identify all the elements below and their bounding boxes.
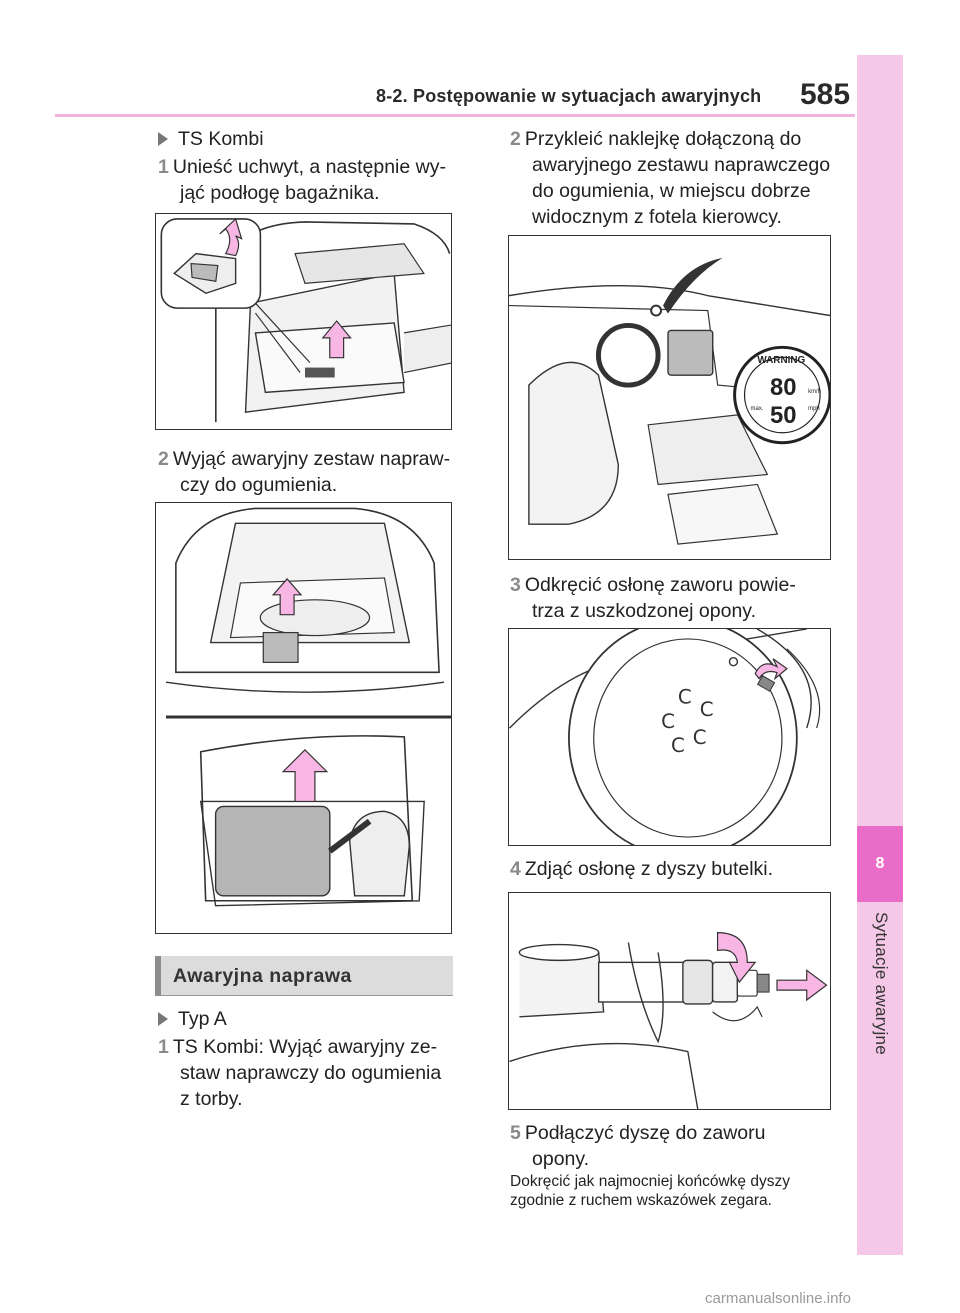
step-number: 1 bbox=[158, 156, 169, 178]
figure-nozzle-cap bbox=[508, 892, 831, 1110]
ts-kombi-heading: TS Kombi bbox=[158, 126, 264, 152]
step-number: 2 bbox=[158, 448, 169, 470]
sticker-mph-value: 50 bbox=[770, 402, 797, 429]
header-divider bbox=[55, 114, 855, 117]
sticker-max-label: max. bbox=[750, 406, 763, 412]
section-heading: Awaryjna naprawa bbox=[173, 965, 352, 987]
typ-a-heading: Typ A bbox=[158, 1006, 227, 1032]
bullet-triangle-icon bbox=[158, 1012, 168, 1026]
svg-text:C: C bbox=[671, 734, 685, 757]
step-number: 4 bbox=[510, 858, 521, 880]
chapter-side-tab bbox=[857, 55, 903, 1255]
sticker-mph-unit: mph bbox=[808, 406, 820, 412]
figure-valve-cap: C C C C C bbox=[508, 628, 831, 846]
sticker-warning-text: WARNING bbox=[757, 355, 805, 366]
chapter-title: Sytuacje awaryjne bbox=[872, 912, 891, 1056]
watermark-text: carmanualsonline.info bbox=[705, 1290, 851, 1307]
svg-text:C: C bbox=[693, 726, 707, 749]
step-number: 1 bbox=[158, 1036, 169, 1058]
bullet-triangle-icon bbox=[158, 132, 168, 146]
note-text: Dokręcić jak najmocniej końcówkę dyszy z… bbox=[510, 1173, 790, 1209]
figure-trunk-floor bbox=[155, 213, 452, 430]
step-number: 2 bbox=[510, 128, 521, 150]
svg-text:C: C bbox=[661, 710, 675, 733]
page-number: 585 bbox=[800, 78, 851, 111]
step-number: 5 bbox=[510, 1122, 521, 1144]
header-section-title: 8-2. Postępowanie w sytuacjach awaryjnyc… bbox=[376, 86, 762, 106]
sticker-kmh-value: 80 bbox=[770, 374, 797, 401]
figure-repair-kit-removal bbox=[155, 502, 452, 934]
sticker-kmh-unit: km/h bbox=[808, 389, 821, 395]
step-number: 3 bbox=[510, 574, 521, 596]
section-heading-box: Awaryjna naprawa bbox=[155, 956, 453, 996]
svg-text:C: C bbox=[700, 698, 714, 721]
svg-text:C: C bbox=[678, 685, 692, 708]
chapter-number-badge: 8 bbox=[857, 826, 903, 902]
heading-accent-bar bbox=[155, 956, 161, 996]
figure-sticker-placement: WARNING 80 50 km/h mph max. bbox=[508, 235, 831, 560]
